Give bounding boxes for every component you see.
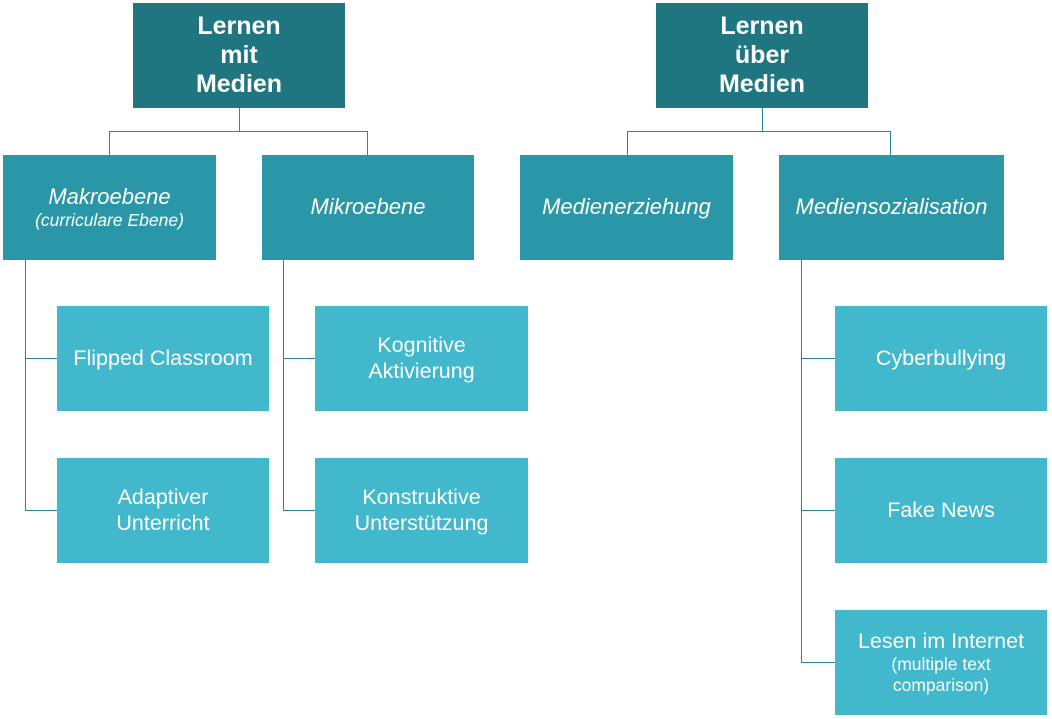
root-line: Medien: [718, 69, 806, 98]
category-medienerziehung: Medienerziehung: [520, 155, 733, 260]
connector: [801, 510, 835, 511]
connector: [25, 260, 26, 510]
root-line: über: [734, 41, 790, 70]
connector: [25, 358, 57, 359]
leaf-label: Adaptiver: [117, 484, 209, 509]
root-line: Medien: [195, 69, 283, 98]
connector: [283, 260, 284, 510]
connector: [25, 510, 57, 511]
leaf-label: Aktivierung: [368, 358, 475, 383]
connector: [283, 510, 315, 511]
connector: [283, 358, 315, 359]
root-lernen-ueber-medien: Lernen über Medien: [656, 3, 868, 108]
leaf-fake-news: Fake News: [835, 458, 1047, 563]
leaf-label: Unterstützung: [354, 510, 489, 535]
connector: [890, 131, 891, 155]
leaf-flipped-classroom: Flipped Classroom: [57, 306, 269, 411]
connector: [627, 131, 891, 132]
root-line: Lernen: [720, 12, 804, 41]
connector: [109, 131, 368, 132]
category-label: Makroebene: [48, 183, 171, 209]
leaf-sublabel: (multiple text: [891, 654, 991, 675]
connector: [801, 662, 835, 663]
leaf-label: Unterricht: [116, 510, 210, 535]
root-line: mit: [220, 41, 258, 70]
root-lernen-mit-medien: Lernen mit Medien: [133, 3, 345, 108]
category-label: Mediensozialisation: [795, 194, 988, 220]
connector: [801, 358, 835, 359]
category-sublabel: (curriculare Ebene): [35, 210, 184, 231]
leaf-label: Kognitive: [377, 332, 466, 357]
leaf-label: Konstruktive: [362, 484, 481, 509]
connector: [762, 108, 763, 131]
category-makroebene: Makroebene (curriculare Ebene): [3, 155, 216, 260]
connector: [239, 108, 240, 131]
root-line: Lernen: [197, 12, 281, 41]
connector: [367, 131, 368, 155]
leaf-konstruktive-unterstuetzung: Konstruktive Unterstützung: [315, 458, 528, 563]
connector: [801, 260, 802, 662]
leaf-sublabel: comparison): [892, 675, 990, 696]
category-mikroebene: Mikroebene: [262, 155, 474, 260]
leaf-adaptiver-unterricht: Adaptiver Unterricht: [57, 458, 269, 563]
leaf-kognitive-aktivierung: Kognitive Aktivierung: [315, 306, 528, 411]
connector: [627, 131, 628, 155]
connector: [109, 131, 110, 155]
category-label: Mikroebene: [310, 194, 426, 220]
leaf-lesen-im-internet: Lesen im Internet (multiple text compari…: [835, 610, 1047, 715]
category-mediensozialisation: Mediensozialisation: [779, 155, 1004, 260]
category-label: Medienerziehung: [542, 194, 711, 220]
leaf-cyberbullying: Cyberbullying: [835, 306, 1047, 411]
leaf-label: Cyberbullying: [875, 345, 1007, 370]
leaf-label: Fake News: [887, 497, 995, 522]
leaf-label: Lesen im Internet: [857, 628, 1025, 653]
leaf-label: Flipped Classroom: [73, 345, 253, 370]
